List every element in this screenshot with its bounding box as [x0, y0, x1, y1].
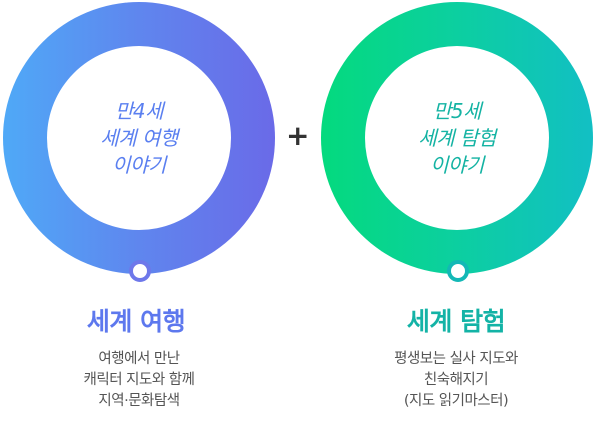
- world-exploration-subject: 세계 탐험: [418, 125, 496, 150]
- world-travel-subject: 세계 여행: [100, 125, 178, 150]
- world-exploration-desc-line: (지도 읽기마스터): [403, 393, 509, 409]
- world-travel-story: 이야기: [112, 152, 166, 177]
- world-exploration-title: 세계 탐험: [406, 307, 506, 336]
- plus-icon: +: [286, 119, 310, 152]
- world-exploration-desc-line: 친숙해지기: [423, 372, 489, 388]
- world-exploration-age: 만5세: [432, 98, 482, 123]
- world-exploration-ring-center: 만5세 세계 탐험 이야기: [365, 46, 549, 230]
- world-travel-desc-line: 여행에서 만난: [98, 351, 180, 367]
- world-travel-title: 세계 여행: [86, 307, 186, 336]
- world-travel-description: 여행에서 만난 캐릭터 지도와 함께 지역·문화탐색: [9, 349, 269, 412]
- world-travel-ring-center: 만4세 세계 여행 이야기: [47, 46, 231, 230]
- world-exploration-ring: 만5세 세계 탐험 이야기: [321, 2, 593, 274]
- world-exploration-story: 이야기: [430, 152, 484, 177]
- world-exploration-ring-text: 만5세 세계 탐험 이야기: [418, 98, 496, 179]
- world-exploration-desc-line: 평생보는 실사 지도와: [394, 351, 518, 367]
- world-travel-desc-line: 지역·문화탐색: [98, 393, 180, 409]
- world-travel-desc-line: 캐릭터 지도와 함께: [83, 372, 195, 388]
- world-exploration-dot-icon: [447, 260, 469, 282]
- world-travel-ring: 만4세 세계 여행 이야기: [3, 2, 275, 274]
- world-travel-age: 만4세: [114, 98, 164, 123]
- world-travel-dot-icon: [129, 260, 151, 282]
- world-travel-ring-text: 만4세 세계 여행 이야기: [100, 98, 178, 179]
- world-exploration-description: 평생보는 실사 지도와 친숙해지기 (지도 읽기마스터): [326, 349, 586, 412]
